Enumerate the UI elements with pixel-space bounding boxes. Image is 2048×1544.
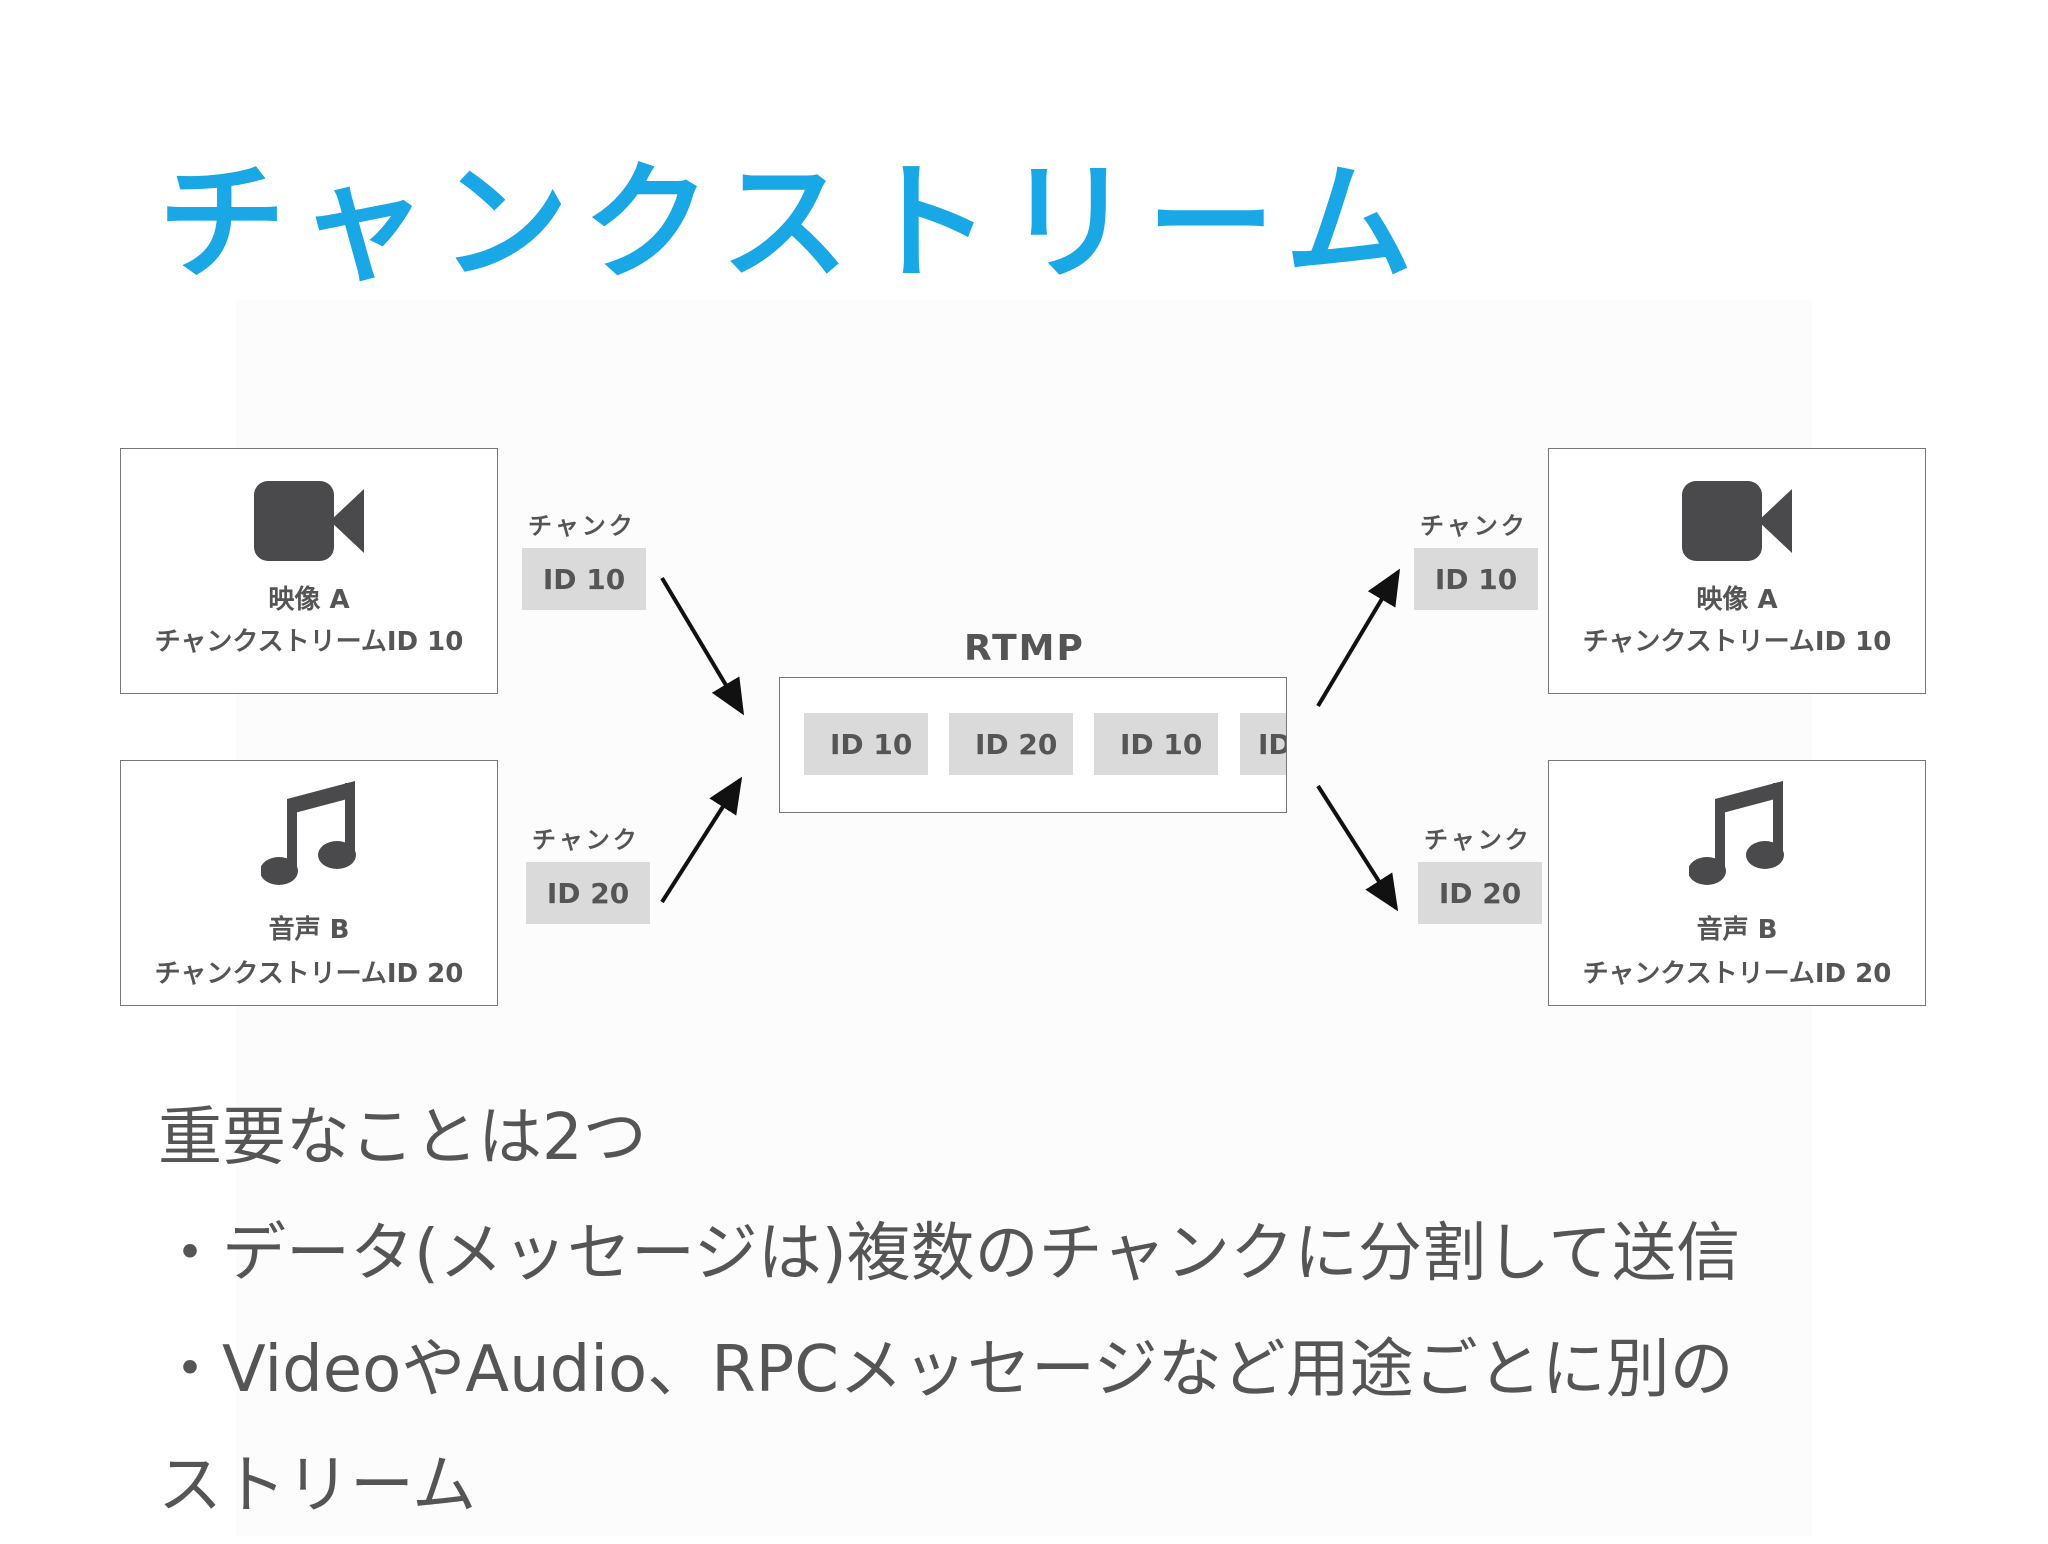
chunk-label-right-bottom: チャンク: [1424, 826, 1532, 854]
bullet-list: 重要なことは2つ ・データ(メッセージは)複数のチャンクに分割して送信 ・Vid…: [158, 1080, 1918, 1544]
music-note-icon: [1689, 781, 1784, 885]
source-stream-id: チャンクストリームID 10: [1582, 627, 1892, 657]
chunk-label-left-bottom: チャンク: [532, 826, 640, 854]
arrow-rtmp-to-right-top: [1316, 568, 1401, 708]
rtmp-chunk: ID 20: [949, 713, 1073, 775]
slide-title: チャンクストリーム: [158, 149, 1428, 298]
source-label: 音声 B: [1696, 915, 1778, 945]
source-stream-id: チャンクストリームID 20: [154, 959, 464, 989]
source-label: 映像 A: [268, 585, 350, 615]
arrow-left-top-to-rtmp: [660, 576, 745, 716]
source-stream-id: チャンクストリームID 20: [1582, 959, 1892, 989]
rtmp-chunk: ID: [1240, 713, 1286, 775]
chunk-chip-left-top: ID 10: [522, 548, 646, 610]
music-note-icon: [261, 781, 356, 885]
arrow-left-bottom-to-rtmp: [660, 776, 743, 904]
bullet-item-continuation: ストリーム: [158, 1449, 477, 1523]
bullet-item: ・VideoやAudio、RPCメッセージなど用途ごとに別の: [158, 1333, 1734, 1407]
video-camera-icon: [1682, 481, 1792, 561]
source-box-video-left: 映像 A チャンクストリームID 10: [120, 448, 498, 694]
source-box-audio-left: 音声 B チャンクストリームID 20: [120, 760, 498, 1006]
chunk-label-right-top: チャンク: [1420, 512, 1528, 540]
source-box-audio-right: 音声 B チャンクストリームID 20: [1548, 760, 1926, 1006]
bullet-item: ・データ(メッセージは)複数のチャンクに分割して送信: [158, 1217, 1741, 1291]
chunk-chip-left-bottom: ID 20: [526, 862, 650, 924]
source-label: 映像 A: [1696, 585, 1778, 615]
rtmp-chunk: ID 10: [1094, 713, 1218, 775]
source-stream-id: チャンクストリームID 10: [154, 627, 464, 657]
source-label: 音声 B: [268, 915, 350, 945]
arrow-rtmp-to-right-bottom: [1316, 784, 1399, 912]
chunk-chip-right-bottom: ID 20: [1418, 862, 1542, 924]
rtmp-chunk: ID 10: [804, 713, 928, 775]
video-camera-icon: [254, 481, 364, 561]
rtmp-stream-box: ID 10 ID 20 ID 10 ID: [779, 677, 1287, 813]
bullet-heading: 重要なことは2つ: [158, 1101, 647, 1175]
chunk-label-left-top: チャンク: [528, 512, 636, 540]
source-box-video-right: 映像 A チャンクストリームID 10: [1548, 448, 1926, 694]
chunk-chip-right-top: ID 10: [1414, 548, 1538, 610]
rtmp-label: RTMP: [964, 628, 1085, 669]
